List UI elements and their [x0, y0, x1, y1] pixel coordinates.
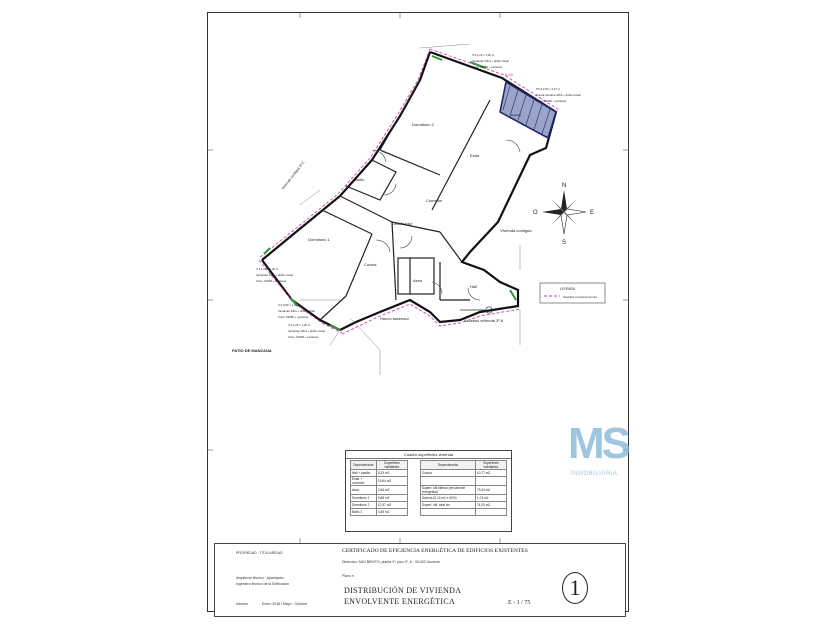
room-galeria: Galería — [511, 113, 521, 117]
watermark-subtext: INMOBILIARIA — [571, 471, 618, 477]
watermark-text: MS — [568, 419, 631, 468]
room-distribuidor: Distribuidor — [392, 221, 413, 226]
legend-box — [539, 282, 606, 304]
entrance-arrow — [460, 306, 493, 314]
title-block-certificado: CERTIFICADO DE EFICIENCIA ENERGÉTICA DE … — [342, 548, 528, 554]
window-note-1: V-5 1,20 × 1,20 m Ventanas 4/6/4 + doble… — [472, 53, 509, 69]
svg-text:V-5 1,20 × 1,20 m: V-5 1,20 × 1,20 m — [472, 53, 495, 57]
compass-e-label: E — [590, 210, 594, 216]
compass-n-label: N — [562, 183, 566, 189]
svg-text:Ventanas 4/6/4 + doble cristal: Ventanas 4/6/4 + doble cristal — [256, 273, 293, 277]
surface-header: Superficies habitables — [474, 460, 508, 470]
svg-text:Color 1/2050 + persiana: Color 1/2050 + persiana — [472, 65, 502, 69]
galeria-hatched — [499, 80, 557, 140]
svg-text:PV-3 2,00 × 2,27 m: PV-3 2,00 × 2,27 m — [536, 87, 561, 91]
svg-text:V-4 1,20 × 1,20 m: V-4 1,20 × 1,20 m — [256, 267, 279, 271]
energy-envelope — [258, 48, 560, 335]
room-dormitorio-1: Dormitorio 1 — [308, 237, 331, 242]
patio-label: PATIO DE MANZANA — [232, 348, 272, 353]
room-vivienda-contigua: Vivienda contigua — [500, 228, 532, 233]
interior-walls — [319, 79, 491, 321]
title-block-direccion: Dirección: SAN BENITO, planta 3º, piso 3… — [342, 560, 441, 564]
window-note-4: V-2 0,80 × 1,20 m Ventanas 4/6/4 + doble… — [278, 303, 315, 319]
title-block-colegiado: Ingeniero técnico de la Edificación — [236, 582, 290, 586]
sheet-number: 1 — [562, 572, 588, 604]
room-acceso: Accesso vivienda 3º A — [464, 318, 504, 323]
svg-text:Color 1/2050 + persiana: Color 1/2050 + persiana — [256, 279, 286, 283]
room-hueco-ascensor: Hueco ascensor — [380, 316, 410, 321]
drawing-scale: E - 1 / 75 — [508, 600, 531, 606]
window-note-2: PV-3 2,00 × 2,27 m Puerta-Ventana 4/6/4 … — [536, 87, 581, 103]
title-block-arquitecto: Arquitecto técnico · Aparejador — [236, 576, 284, 580]
room-bano: Baño — [355, 177, 365, 182]
door-swings — [371, 139, 521, 301]
window-note-3: V-4 1,20 × 1,20 m Ventanas 4/6/4 + doble… — [256, 267, 293, 283]
dimension-lines — [299, 43, 521, 375]
title-block-plano-label: Plano n — [342, 574, 354, 578]
drawing-title-line1: DISTRIBUCIÓN DE VIVIENDA — [344, 586, 462, 595]
svg-text:V-1 1,20 × 1,20 m: V-1 1,20 × 1,20 m — [288, 323, 311, 327]
drawing-title-line2: ENVOLVENTE ENERGÉTICA — [344, 597, 456, 606]
legend-item: Superficie envolvente térmica — [563, 295, 598, 299]
surface-header: Dependencias — [419, 460, 476, 470]
title-block — [214, 543, 626, 617]
room-dormitorio-2: Dormitorio 2 — [412, 122, 435, 127]
title-block-fecha: Enero 2018 / Mayo · Octubre — [262, 602, 308, 606]
svg-text:Puerta-Ventana 4/6/4 + doble c: Puerta-Ventana 4/6/4 + doble cristal — [536, 93, 581, 97]
svg-text:Color 1/2050 + persiana: Color 1/2050 + persiana — [536, 99, 566, 103]
room-cocina: Cocina — [364, 262, 377, 267]
title-block-propiedad: PROPIEDAD · TITULARIDAD — [236, 551, 283, 555]
room-comedor: Comedor — [426, 198, 443, 203]
surface-table: Cuadro superficies vivienda Dependencias… — [345, 450, 512, 532]
svg-text:V-2 0,80 × 1,20 m: V-2 0,80 × 1,20 m — [278, 303, 301, 307]
svg-text:Color 1/2050 + persiana: Color 1/2050 + persiana — [288, 335, 318, 339]
svg-text:Ventanas 4/6/4 + doble cristal: Ventanas 4/6/4 + doble cristal — [288, 329, 325, 333]
window-note-5: V-1 1,20 × 1,20 m Ventanas 4/6/4 + doble… — [288, 323, 325, 339]
compass-s-label: S — [562, 240, 566, 246]
room-estar: Estar — [470, 153, 480, 158]
surface-table-title: Cuadro superficies vivienda — [346, 451, 511, 459]
vertical-neighbour-label: Vivienda contigua 3º C — [281, 160, 306, 191]
legend-title: LEYENDA — [560, 287, 576, 291]
surface-header: Superficies habitables — [375, 460, 408, 470]
room-hall: Hall — [470, 284, 477, 289]
window-markers — [263, 55, 517, 331]
svg-text:Ventanas 4/6/4 + doble cristal: Ventanas 4/6/4 + doble cristal — [472, 59, 509, 63]
watermark-logo: MS INMOBILIARIA — [568, 420, 638, 490]
title-block-informe: Informe — [236, 602, 248, 606]
svg-text:Color 1/2050 + persiana: Color 1/2050 + persiana — [278, 315, 308, 319]
surface-header: Dependencias — [350, 460, 377, 470]
room-aseo: Aseo — [413, 278, 423, 283]
compass-rose — [542, 190, 587, 235]
svg-text:Ventanas 4/6/4 + doble cristal: Ventanas 4/6/4 + doble cristal — [278, 309, 315, 313]
compass-o-label: O — [533, 210, 538, 216]
top-dimension: 5,43 — [505, 72, 514, 77]
surface-table-grid: Dependencias Superficies habitables Depe… — [350, 460, 508, 516]
